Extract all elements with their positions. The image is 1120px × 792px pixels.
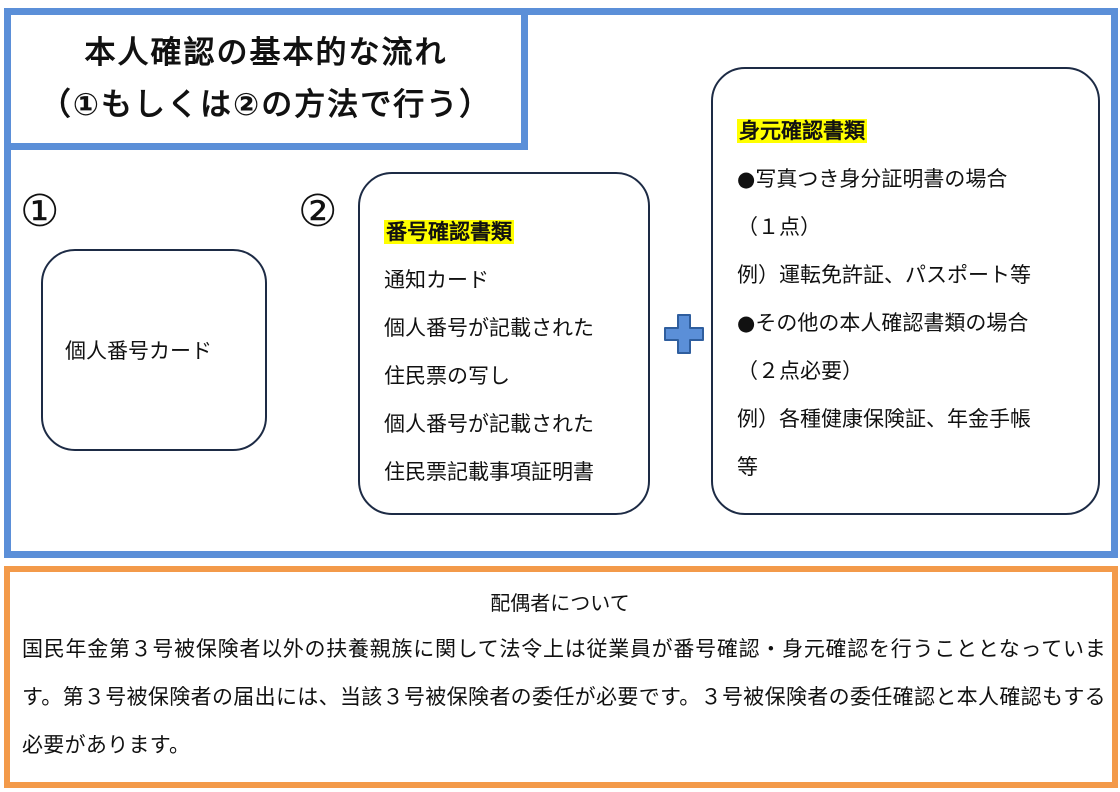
number-docs-item: 個人番号が記載された <box>384 412 594 436</box>
my-number-card-label: 個人番号カード <box>65 339 212 363</box>
identity-docs-heading: 身元確認書類 <box>737 119 867 143</box>
number-docs-item: 個人番号が記載された <box>384 316 594 340</box>
identity-docs-item: 等 <box>737 455 758 479</box>
spouse-note-frame <box>4 566 1118 788</box>
plus-icon <box>664 314 704 354</box>
spouse-body: 国民年金第３号被保険者以外の扶養親族に関して法令上は従業員が番号確認・身元確認を… <box>22 637 1106 757</box>
identity-docs-item: 例）運転免許証、パスポート等 <box>737 263 1031 287</box>
spouse-heading: 配偶者について <box>490 591 630 615</box>
title-line-2: （①もしくは②の方法で行う） <box>39 87 493 123</box>
method-2-number: ② <box>298 186 338 237</box>
title-box: 本人確認の基本的な流れ （①もしくは②の方法で行う） <box>4 8 528 150</box>
identity-docs-item: （１点） <box>737 215 821 239</box>
method-frame <box>4 8 1118 558</box>
identity-docs-item: （２点必要） <box>737 359 863 383</box>
method-1-number: ① <box>20 186 60 237</box>
number-docs-box: 番号確認書類 通知カード 個人番号が記載された 住民票の写し 個人番号が記載され… <box>358 172 650 515</box>
method-1-box: 個人番号カード <box>41 249 267 451</box>
title-line-1: 本人確認の基本的な流れ <box>84 35 448 71</box>
identity-docs-item: ●その他の本人確認書類の場合 <box>737 311 1029 335</box>
number-docs-item: 住民票記載事項証明書 <box>384 460 594 484</box>
identity-docs-item: ●写真つき身分証明書の場合 <box>737 167 1008 191</box>
number-docs-item: 通知カード <box>384 268 489 292</box>
identity-docs-item: 例）各種健康保険証、年金手帳 <box>737 407 1031 431</box>
identity-docs-box: 身元確認書類 ●写真つき身分証明書の場合 （１点） 例）運転免許証、パスポート等… <box>711 67 1100 515</box>
number-docs-item: 住民票の写し <box>384 364 510 388</box>
number-docs-heading: 番号確認書類 <box>384 220 514 244</box>
